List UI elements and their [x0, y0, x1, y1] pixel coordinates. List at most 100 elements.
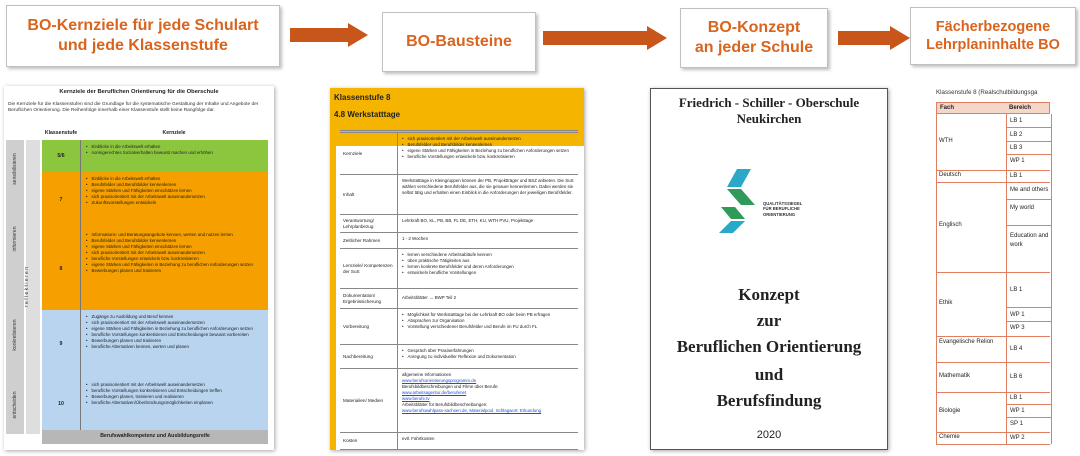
goal-item: Informations- und Beratungsangebote kenn…: [86, 232, 264, 238]
flow-step-konzept-line2: an jeder Schule: [694, 39, 814, 56]
value-item: üben praktische Tätigkeiten aus: [402, 258, 575, 264]
baustein-row: Dokumentation/ Ergebnissicherung Arbeits…: [340, 288, 578, 309]
lehrplan-header: Fach Bereich: [936, 102, 1050, 114]
link[interactable]: www.berufe.tv: [402, 395, 430, 401]
kernziele-row: 9 Zugänge zu Ausbildung und Beruf kennen…: [42, 310, 268, 379]
cover-year: 2020: [756, 429, 782, 441]
link[interactable]: www.arbeitsagentur.de/berufenet: [402, 389, 467, 395]
baustein-row: Verantwortung/ Lehrplanbezug Lehrkraft B…: [340, 214, 578, 233]
value-item: Vorstellung verschiedener Berufsfelder u…: [402, 324, 575, 330]
baustein-class: Klassenstufe 8: [334, 93, 391, 102]
lehrplan-row: Chemie WP 2: [936, 432, 1050, 445]
row-value: Möglichkeit für Werkstatttage bei der Le…: [402, 312, 575, 330]
phase-label-entscheiden: entscheiden: [12, 391, 18, 419]
baustein-row: [340, 130, 578, 173]
baustein-document: Klassenstufe 8 4.8 Werkstatttage Kernzie…: [330, 88, 584, 450]
value-item: Möglichkeit für Werkstatttage bei der Le…: [402, 312, 575, 318]
row-label: Materialien/ Medien: [343, 369, 398, 433]
link[interactable]: www.berufsorientierungsprogramm.de: [402, 377, 477, 383]
lehrplan-row: WTH LB 1 LB 2 LB 3 WP 1: [936, 114, 1051, 171]
baustein-row: Nachbereitung Gespräch über Praxiserfahr…: [340, 344, 578, 369]
row-label: Verantwortung/ Lehrplanbezug: [343, 215, 398, 233]
bereich-cell: WP 2: [1006, 432, 1050, 444]
bereich-cell: LB 1: [1007, 114, 1051, 128]
lehrplan-row: Deutsch LB 1: [936, 170, 1050, 183]
row-value: Werkstatttage in Kleingruppen können der…: [402, 178, 574, 195]
row-value: 1 - 2 Wochen: [402, 236, 429, 241]
lehrplan-row: Evangelische Relion LB 4: [936, 336, 1050, 363]
row-value: Arbeitsblätter → BWP Teil 2: [402, 295, 457, 300]
cover-heading-line: Berufsfindung: [716, 391, 822, 410]
baustein-row: Kosten evtl. Fahrtkosten: [340, 432, 578, 450]
row-label: Kosten: [343, 433, 398, 449]
bereich-cell: SP 1: [1010, 421, 1023, 427]
class-cell: 5/6: [42, 140, 81, 172]
row-label: Zeitlicher Rahmen: [343, 233, 398, 249]
lehrplan-title: Klassenstufe 8 (Realschulbildungsga: [936, 89, 1038, 96]
bereich-cell: LB 1: [1007, 272, 1051, 308]
seal-caption-line: QUALITÄTSSIEGEL: [763, 201, 803, 206]
cover-heading-line: zur: [756, 311, 782, 330]
value-item: Absprachen zur Organisation: [402, 318, 575, 324]
row-label: Nachbereitung: [343, 345, 398, 369]
lehrplan-body: [936, 114, 1052, 444]
bereich-cell: LB 4: [1006, 336, 1050, 362]
lehrplan-row: Mathematik LB 6: [936, 362, 1050, 393]
goal-item: sich praxisorientiert mit der Arbeitswel…: [86, 320, 264, 326]
bereich-cell: WP 1: [1007, 308, 1051, 322]
bereich-cell: Education and work: [1010, 233, 1049, 248]
konzept-cover: Friedrich - Schiller - Oberschule Neukir…: [650, 88, 888, 450]
seal-caption-line: ORIENTIERUNG: [763, 211, 796, 217]
kernziele-intro: Die Kernziele für die Klassenstufen sind…: [8, 102, 259, 114]
baustein-row: Kernziele sich praxisorientiert mit der …: [340, 132, 578, 175]
fach-cell: Chemie: [939, 434, 960, 440]
baustein-row: Inhalt Werkstatttage in Kleingruppen kön…: [340, 174, 578, 215]
flow-step-kernziele-line2: und jede Klassenstufe: [58, 37, 228, 54]
lehrplan-row: Ethik LB 1 WP 1 WP 3: [936, 272, 1051, 337]
flow-arrow-1: [290, 23, 368, 47]
bereich-cell: LB 1: [1007, 392, 1051, 405]
flow-step-kernziele-line1: BO-Kernziele für jede Schulart: [27, 17, 259, 34]
class-cell: 7: [42, 172, 81, 228]
value-item: Berufsfelder und Berufsbilder kennenlern…: [402, 142, 575, 148]
cover-heading-line: Konzept: [738, 285, 800, 304]
kernziele-document: Kernziele der Beruflichen Orientierung f…: [4, 86, 274, 450]
goal-item: Zukunftsvorstellungen entwickeln: [86, 200, 264, 206]
value-text: allgemeine Informationen: [402, 372, 452, 377]
bereich-cell: WP 1: [1010, 158, 1025, 164]
school-name-line2: Neukirchen: [736, 110, 802, 126]
link[interactable]: www.berufswahlpass-sachsen.de, Materialp…: [402, 407, 542, 413]
value-text: Berufsbildbeschreibungen und Filme über …: [402, 383, 499, 389]
value-item: berufliche Vorstellungen entwickeln bzw.…: [402, 154, 575, 160]
class-cell: 8: [42, 228, 81, 310]
lehrplan-table-doc: Klassenstufe 8 (Realschulbildungsga Fach…: [934, 86, 1058, 450]
baustein-row: Zeitlicher Rahmen 1 - 2 Wochen: [340, 232, 578, 249]
bereich-cell: WP 3: [1010, 325, 1025, 331]
fach-cell: Ethik: [939, 300, 953, 306]
row-label: Lernziele/ Kompetenzen der SuS: [343, 249, 398, 289]
goal-item: berufliche Alternativen/Überbrückungsmög…: [86, 400, 264, 406]
baustein-row: Vorbereitung Möglichkeit für Werkstattta…: [340, 308, 578, 345]
goal-item: berufliche Alternativen kennen, werten u…: [86, 344, 264, 350]
kernziele-footer-label: Berufswahlkompetenz und Ausbildungsreife: [100, 433, 210, 439]
lehrplan-row: Biologie LB 1 WP 1 SP 1: [936, 392, 1051, 433]
row-value: evtl. Fahrtkosten: [402, 436, 435, 441]
reflect-column: [26, 140, 40, 434]
goal-item: sich praxisorientiert mit der Arbeitswel…: [86, 382, 264, 388]
row-value: Gespräch über Praxiserfahrungen Anregung…: [402, 348, 575, 360]
value-item: Anregung zu individueller Reflexion und …: [402, 354, 575, 360]
goal-item: sich praxisorientiert mit der Arbeitswel…: [86, 250, 264, 256]
cover-heading-line: Beruflichen Orientierung: [676, 337, 862, 356]
kernziele-footer: Berufswahlkompetenz und Ausbildungsreife: [42, 430, 268, 444]
bereich-cell: WP 1: [1007, 405, 1051, 418]
bereich-cell: LB 3: [1007, 142, 1051, 155]
value-item: Gespräch über Praxiserfahrungen: [402, 348, 575, 354]
bereich-col: LB 1 WP 1 WP 3: [1006, 272, 1051, 336]
fach-cell: Biologie: [939, 408, 961, 414]
goal-list: Informations- und Beratungsangebote kenn…: [86, 232, 264, 274]
flow-step-bausteine-label: BO-Bausteine: [406, 33, 512, 50]
col-header-fach: Fach: [940, 105, 955, 111]
kernziele-row: 10 sich praxisorientiert mit der Arbeits…: [42, 378, 268, 431]
goal-list: Einblicke in die Arbeitswelt erhalten Be…: [86, 176, 264, 206]
